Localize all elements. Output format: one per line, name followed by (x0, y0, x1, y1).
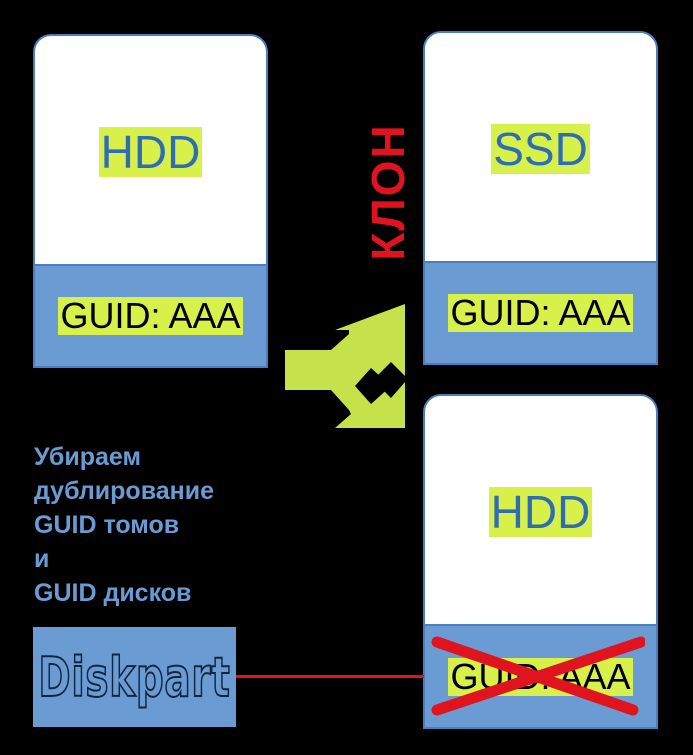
source-hdd-body: HDD (35, 36, 266, 268)
original-hdd-disk: HDD GUID: AAA (423, 394, 658, 729)
clone-ssd-guid-label: GUID: AAA (448, 292, 633, 333)
diskpart-label: Diskpart (38, 645, 231, 710)
source-hdd-disk: HDD GUID: AAA (33, 34, 268, 368)
clone-ssd-disk: SSD GUID: AAA (423, 31, 658, 365)
original-hdd-body: HDD (425, 396, 656, 628)
caption-line: и (34, 545, 50, 573)
caption-line: Убираем (34, 443, 141, 471)
caption-line: дублирование (34, 477, 215, 505)
split-arrow-icon (285, 304, 405, 428)
caption-line: GUID дисков (34, 579, 192, 607)
diskpart-connector-line (236, 675, 424, 678)
clone-ssd-type-label: SSD (491, 123, 590, 175)
caption-text: Убираем дублирование GUID томов и GUID д… (34, 440, 214, 610)
source-hdd-guid-label: GUID: AAA (58, 295, 243, 336)
clone-ssd-body: SSD (425, 33, 656, 265)
original-hdd-type-label: HDD (488, 486, 593, 538)
cross-out-icon (431, 636, 645, 716)
clone-ssd-guid-band: GUID: AAA (425, 261, 656, 363)
caption-line: GUID томов (34, 511, 180, 539)
clone-label: КЛОН (362, 123, 414, 261)
diskpart-tool-box: Diskpart (33, 627, 236, 727)
source-hdd-guid-band: GUID: AAA (35, 264, 266, 366)
source-hdd-type-label: HDD (98, 126, 203, 178)
